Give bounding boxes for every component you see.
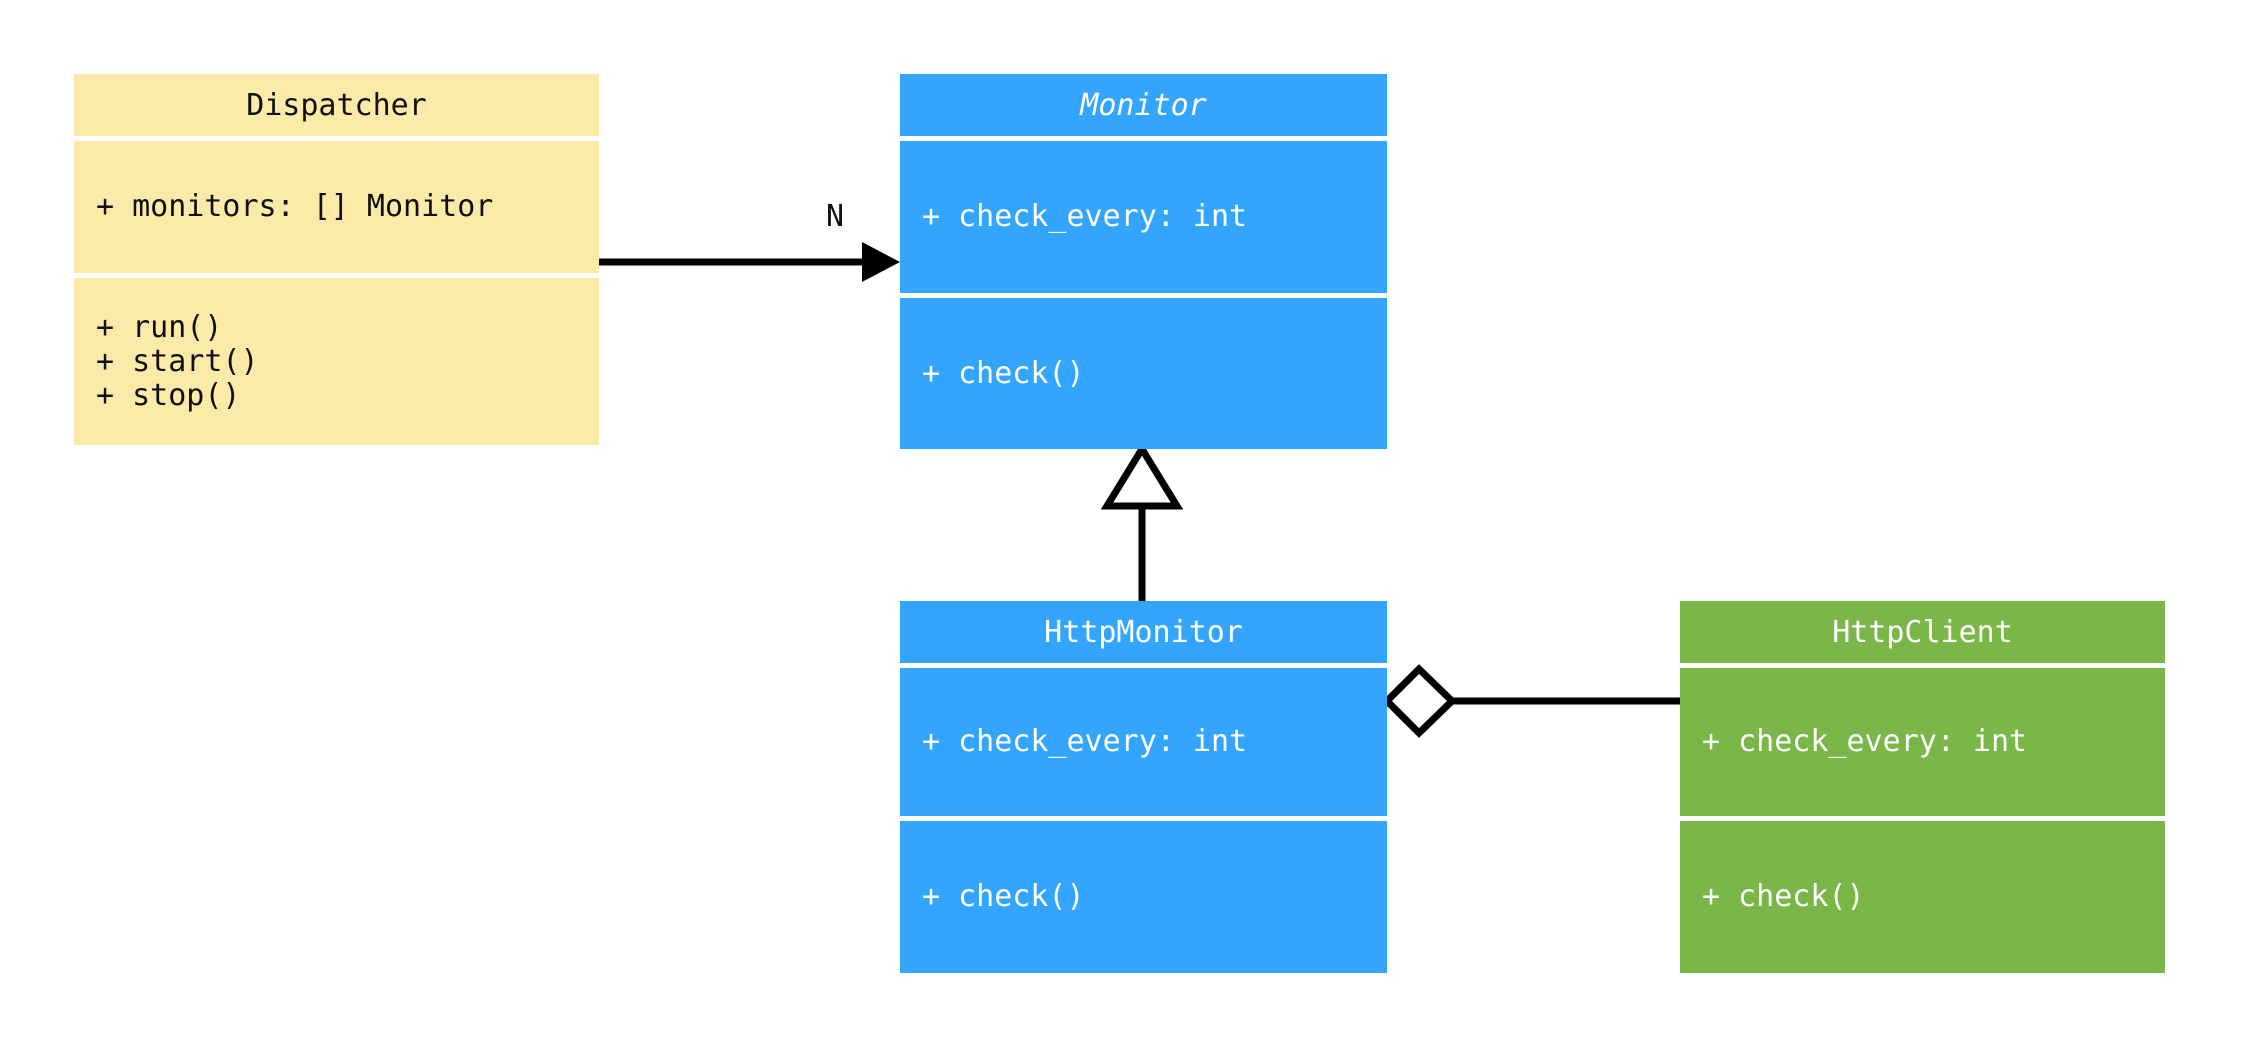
class-operations-compartment: + run() + start() + stop() [74,278,599,445]
class-operations-compartment: + check() [900,298,1387,449]
class-title-compartment: Monitor [900,74,1387,136]
class-title-compartment: HttpClient [1680,601,2165,663]
operation-row: + run() [96,309,223,345]
class-operations-compartment: + check() [900,821,1387,973]
compartment-divider [900,663,1387,668]
attribute-row: + check_every: int [922,724,1248,759]
compartment-divider [900,293,1387,298]
operation-row: + check() [1702,879,1865,914]
operation-row: + stop() [96,377,241,413]
compartment-divider [900,136,1387,141]
operation-row: + check() [922,879,1085,914]
compartment-divider [74,273,599,278]
class-title-compartment: HttpMonitor [900,601,1387,663]
class-attributes-compartment: + check_every: int [900,141,1387,293]
uml-class-monitor[interactable]: Monitor + check_every: int + check() [900,74,1387,449]
filled-arrow-head-icon [862,242,900,282]
uml-class-httpmonitor[interactable]: HttpMonitor + check_every: int + check() [900,601,1387,973]
class-name-httpclient: HttpClient [1832,614,2013,650]
class-name-monitor: Monitor [1080,87,1207,123]
class-operations-compartment: + check() [1680,821,2165,973]
class-attributes-compartment: + check_every: int [900,668,1387,816]
edge-httpmonitor-to-httpclient [1382,664,1680,738]
edge-dispatcher-to-monitor [599,242,900,282]
attribute-row: + check_every: int [922,199,1248,234]
attribute-row: + monitors: [] Monitor [96,189,494,224]
class-title-compartment: Dispatcher [74,74,599,136]
compartment-divider [900,816,1387,821]
edge-label-multiplicity: N [826,199,845,234]
class-attributes-compartment: + monitors: [] Monitor [74,141,599,273]
compartment-divider [1680,663,2165,668]
attribute-row: + check_every: int [1702,724,2028,759]
class-name-dispatcher: Dispatcher [246,87,427,123]
edge-httpmonitor-to-monitor [1100,442,1184,601]
hollow-diamond-aggregation-icon [1382,664,1458,738]
operation-row: + check() [922,355,1085,391]
class-attributes-compartment: + check_every: int [1680,668,2165,816]
operation-row: + start() [96,343,259,379]
class-name-httpmonitor: HttpMonitor [1044,614,1243,650]
hollow-triangle-arrow-head-icon [1100,442,1184,510]
compartment-divider [74,136,599,141]
uml-class-dispatcher[interactable]: Dispatcher + monitors: [] Monitor + run(… [74,74,599,445]
uml-class-httpclient[interactable]: HttpClient + check_every: int + check() [1680,601,2165,973]
compartment-divider [1680,816,2165,821]
